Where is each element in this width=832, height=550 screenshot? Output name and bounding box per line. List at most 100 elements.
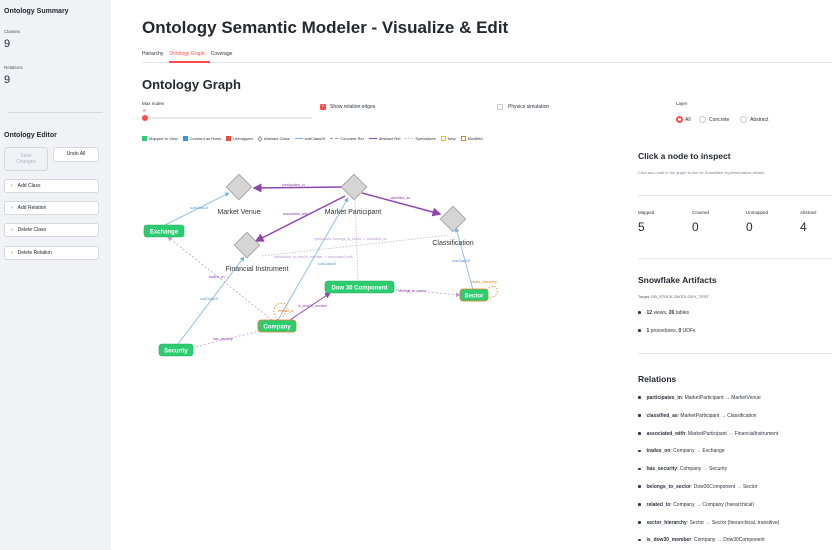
layer-radio-abstract[interactable] <box>740 116 747 123</box>
layer-radio-concrete[interactable] <box>699 116 706 123</box>
sidebar: Ontology Summary Classes 9 Relations 9 O… <box>0 0 111 550</box>
relation-item: is_dow30_member: Company → Dow30Componen… <box>638 537 765 543</box>
physics-checkbox[interactable] <box>497 104 503 110</box>
bullet-dot <box>638 485 641 488</box>
ontology-graph[interactable]: participates_in classified_as associated… <box>130 148 630 548</box>
node-sector[interactable]: Sector <box>459 288 489 302</box>
legend-label: Abstract Rel <box>378 136 401 141</box>
add-relation-expander[interactable]: ›Add Relation <box>4 201 99 215</box>
edge-associated-with <box>254 195 346 242</box>
relation-item: participates_in: MarketParticipant → Mar… <box>638 395 761 401</box>
legend-label: Modified <box>467 136 483 141</box>
stat-covered-value: 0 <box>692 220 699 234</box>
node-market-venue[interactable]: Market Venue <box>217 173 261 216</box>
add-class-expander[interactable]: ›Add Class <box>4 179 99 193</box>
stat-abstract-value: 4 <box>800 220 807 234</box>
relation-item: sector_hierarchy: Sector → Sector (hiera… <box>638 520 779 526</box>
legend-item: New <box>440 136 456 141</box>
edge-has-security <box>185 329 265 351</box>
artifact-udfs-text: UDFs <box>681 328 696 334</box>
node-label: Dow 30 Component <box>331 286 387 292</box>
relation-name: participates_in <box>646 395 682 401</box>
stat-unmapped-value: 0 <box>746 220 753 234</box>
bullet-dot <box>638 467 641 471</box>
delete-relation-expander[interactable]: ›Delete Relation <box>4 246 99 260</box>
edge-label-is-dow30-member: is_dow30_member <box>298 304 328 308</box>
relation-name: associated_with <box>646 430 686 437</box>
undo-all-button[interactable]: Undo All <box>53 147 99 162</box>
tab-divider <box>142 62 832 63</box>
max-nodes-slider-thumb[interactable] <box>142 115 148 121</box>
layer-option-concrete: Concrete <box>709 117 730 123</box>
layer-radio-all[interactable] <box>676 116 683 123</box>
show-relation-edges-label: Show relation edges <box>330 104 376 110</box>
show-relation-edges-checkbox[interactable] <box>320 103 326 110</box>
legend-label: Abstract Class <box>263 136 290 141</box>
edge-related-to-loop <box>273 302 288 321</box>
relation-name: is_dow30_member <box>646 537 692 544</box>
relation-desc: : Company → Company (hierarchical) <box>670 501 755 508</box>
edge-label-associated-with: associated_with <box>283 212 308 216</box>
expander-label: Delete Class <box>17 227 47 233</box>
legend-label: New <box>447 136 456 141</box>
stat-mapped-label: Mapped <box>638 210 655 215</box>
artifact-tables-count: 26 <box>668 310 675 316</box>
delete-class-expander[interactable]: ›Delete Class <box>4 223 99 237</box>
stat-unmapped-label: Unmapped <box>746 210 769 215</box>
relation-desc: : Sector → Sector (hierarchical, transit… <box>686 519 780 526</box>
bullet-dot <box>638 449 641 453</box>
classes-value: 9 <box>4 38 11 50</box>
legend-diamond <box>256 135 263 142</box>
legend-line <box>368 138 377 139</box>
relation-name: trades_on <box>646 448 671 455</box>
legend-label: Unmapped <box>233 136 253 141</box>
relation-item: classified_as: MarketParticipant → Class… <box>638 413 757 419</box>
relation-item: has_security: Company → Security <box>638 466 727 472</box>
edge-label-participates-in: participates_in <box>282 183 305 187</box>
edge-subclass-security <box>177 256 245 345</box>
relation-desc: : Company → Exchange <box>670 448 725 455</box>
save-changes-button[interactable]: Save Changes <box>4 147 48 171</box>
node-label: Sector <box>465 294 484 300</box>
tab-ontology-graph[interactable]: Ontology Graph <box>169 51 205 57</box>
max-nodes-slider-track[interactable] <box>142 117 312 119</box>
relation-item: trades_on: Company → Exchange <box>638 448 725 454</box>
edge-label-related-to: related_to <box>278 309 294 313</box>
node-market-participant[interactable]: Market Participant <box>325 173 381 216</box>
node-label: Market Venue <box>217 209 260 216</box>
tab-coverage[interactable]: Coverage <box>210 51 233 57</box>
bullet-dot <box>638 503 641 506</box>
legend-line <box>330 138 339 139</box>
relation-desc: : Company → Security <box>677 466 728 473</box>
relation-item: belongs_to_sector: Dow30Component → Sect… <box>638 484 757 490</box>
tab-hierarchy[interactable]: Hierarchy <box>142 51 164 57</box>
legend-swatch <box>182 136 188 141</box>
legend-item: Concrete Rel <box>330 136 364 141</box>
graph-legend: Mapped to View Covered as Rows Unmapped … <box>142 135 483 142</box>
legend-line <box>294 138 303 139</box>
node-label: Exchange <box>150 230 179 236</box>
edge-label-subclass-d: subClassOf <box>200 297 218 301</box>
edge-is-dow30-member <box>289 292 331 321</box>
edge-participates-in <box>252 183 344 193</box>
node-dow30-component[interactable]: Dow 30 Component <box>324 280 395 294</box>
legend-item: Abstract Class <box>256 135 290 142</box>
artifact-views-tables: 12 views, 26 tables <box>638 310 689 316</box>
node-classification[interactable]: Classification <box>432 205 474 247</box>
edge-subclass-sector <box>454 227 474 291</box>
node-financial-instrument[interactable]: Financial Instrument <box>225 231 289 273</box>
node-company[interactable]: Company <box>257 319 297 333</box>
legend-item: Modified <box>460 136 483 141</box>
chevron-right-icon: › <box>11 250 13 256</box>
legend-swatch <box>142 136 147 141</box>
stat-abstract-label: Abstract <box>800 210 817 215</box>
legend-item: Unmapped <box>226 136 253 141</box>
chevron-right-icon: › <box>11 183 13 189</box>
physics-label: Physics simulation <box>508 104 550 110</box>
node-exchange[interactable]: Exchange <box>143 224 185 238</box>
edge-label-trades-on: trades_on <box>209 275 225 279</box>
edge-specializes-1 <box>354 199 359 281</box>
edge-label-specializes-1: specializes: belongs_to_sector -> classi… <box>314 237 387 241</box>
node-security[interactable]: Security <box>158 343 194 357</box>
